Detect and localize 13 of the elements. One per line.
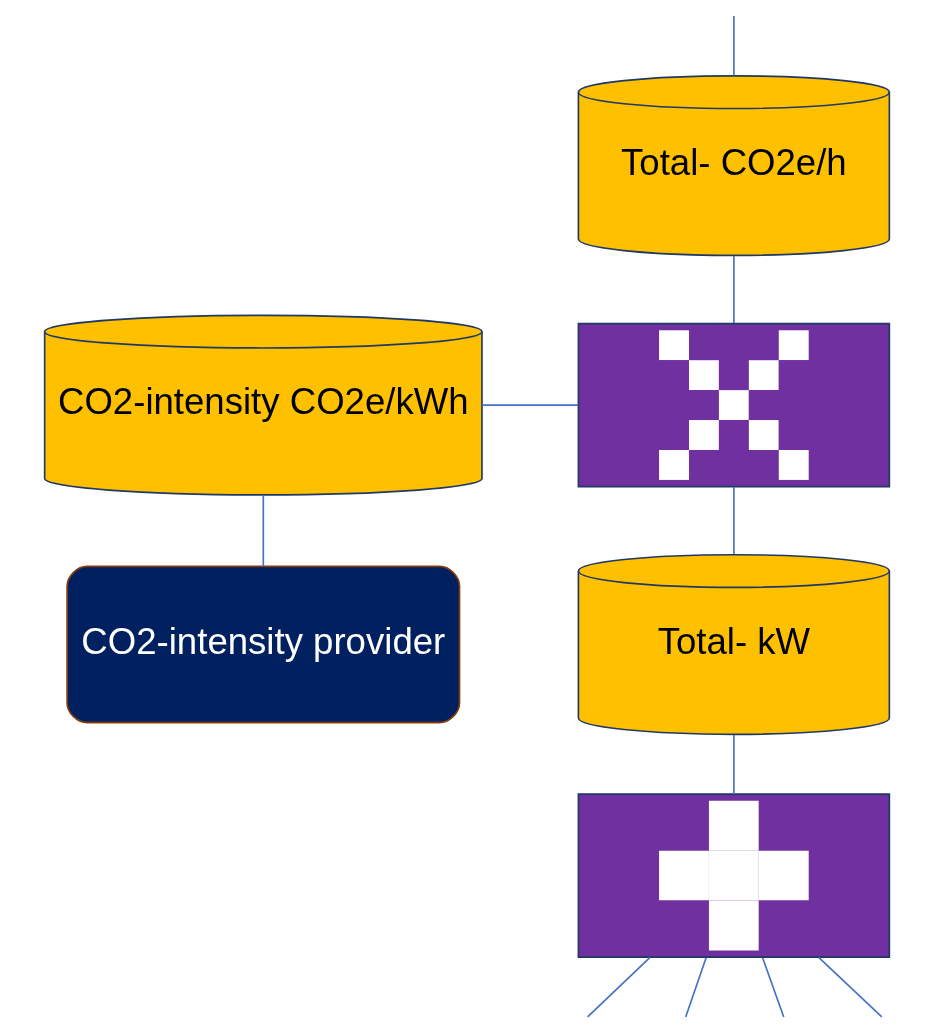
connector xyxy=(732,485,735,555)
connector xyxy=(480,404,579,406)
connector xyxy=(586,956,651,1018)
connector xyxy=(262,494,264,567)
node-box: CO2-intensity provider xyxy=(65,565,460,724)
connector xyxy=(732,255,735,324)
connector xyxy=(732,15,735,77)
connector xyxy=(732,734,735,795)
connector xyxy=(761,956,785,1018)
connector xyxy=(684,956,707,1018)
node-multiply xyxy=(577,322,890,488)
node-plus xyxy=(577,793,890,958)
connector xyxy=(817,956,883,1018)
